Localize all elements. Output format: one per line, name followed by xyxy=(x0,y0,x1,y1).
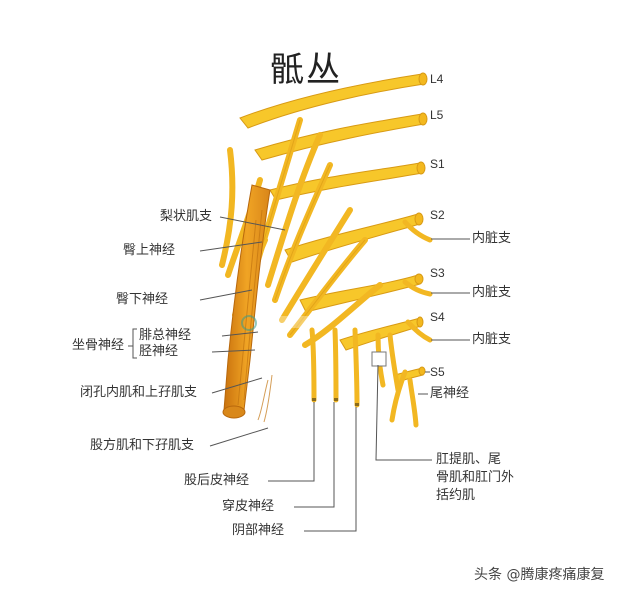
label-pudendal-nerve: 阴部神经 xyxy=(232,523,285,538)
root-S3-nerve xyxy=(299,274,421,313)
diagram-title: 骶丛 xyxy=(270,50,342,90)
label-levator-ani-line1: 肛提肌、尾 xyxy=(436,452,502,467)
label-inferior-gluteal-nerve: 臀下神经 xyxy=(116,292,169,307)
label-sciatic-nerve: 坐骨神经 xyxy=(72,338,125,353)
coccygeal-marker xyxy=(371,351,387,367)
label-levator-ani-line3: 括约肌 xyxy=(436,488,476,503)
label-levator-ani-line2: 骨肌和肛门外 xyxy=(436,470,515,485)
label-superior-gluteal-nerve: 臀上神经 xyxy=(123,243,176,258)
label-posterior-femoral-cutaneous: 股后皮神经 xyxy=(184,473,250,488)
source-watermark: 头条 @腾康疼痛康复 xyxy=(474,567,605,583)
root-label-S3: S3 xyxy=(430,266,445,280)
root-label-L5: L5 xyxy=(430,108,444,122)
visceral-branches xyxy=(402,219,433,343)
trunk-fibers xyxy=(237,209,273,423)
label-tibial-nerve: 胫神经 xyxy=(139,344,179,359)
root-label-S2: S2 xyxy=(430,208,445,222)
root-label-L4: L4 xyxy=(430,72,444,86)
root-L5-nerve xyxy=(254,113,425,161)
root-label-S4: S4 xyxy=(430,310,445,324)
label-visceral-branch-2: 内脏支 xyxy=(472,285,512,300)
root-label-S5: S5 xyxy=(430,365,445,379)
nerve-ends xyxy=(312,398,359,406)
root-S1-nerve xyxy=(269,162,423,201)
root-label-S1: S1 xyxy=(430,157,445,171)
label-common-peroneal-nerve: 腓总神经 xyxy=(139,328,192,343)
label-quadratus-femoris-branch: 股方肌和下孖肌支 xyxy=(90,438,195,453)
center-logo-watermark xyxy=(241,315,309,331)
label-piriformis-branch: 梨状肌支 xyxy=(160,209,213,224)
label-obturator-internus-branch: 闭孔内肌和上孖肌支 xyxy=(80,385,198,400)
leader-lines xyxy=(128,216,470,532)
label-visceral-branch-1: 内脏支 xyxy=(472,231,512,246)
label-coccygeal-nerve: 尾神经 xyxy=(430,386,470,401)
sciatic-cut-end xyxy=(222,405,246,419)
label-perforating-cutaneous: 穿皮神经 xyxy=(222,499,275,514)
label-visceral-branch-3: 内脏支 xyxy=(472,332,512,347)
